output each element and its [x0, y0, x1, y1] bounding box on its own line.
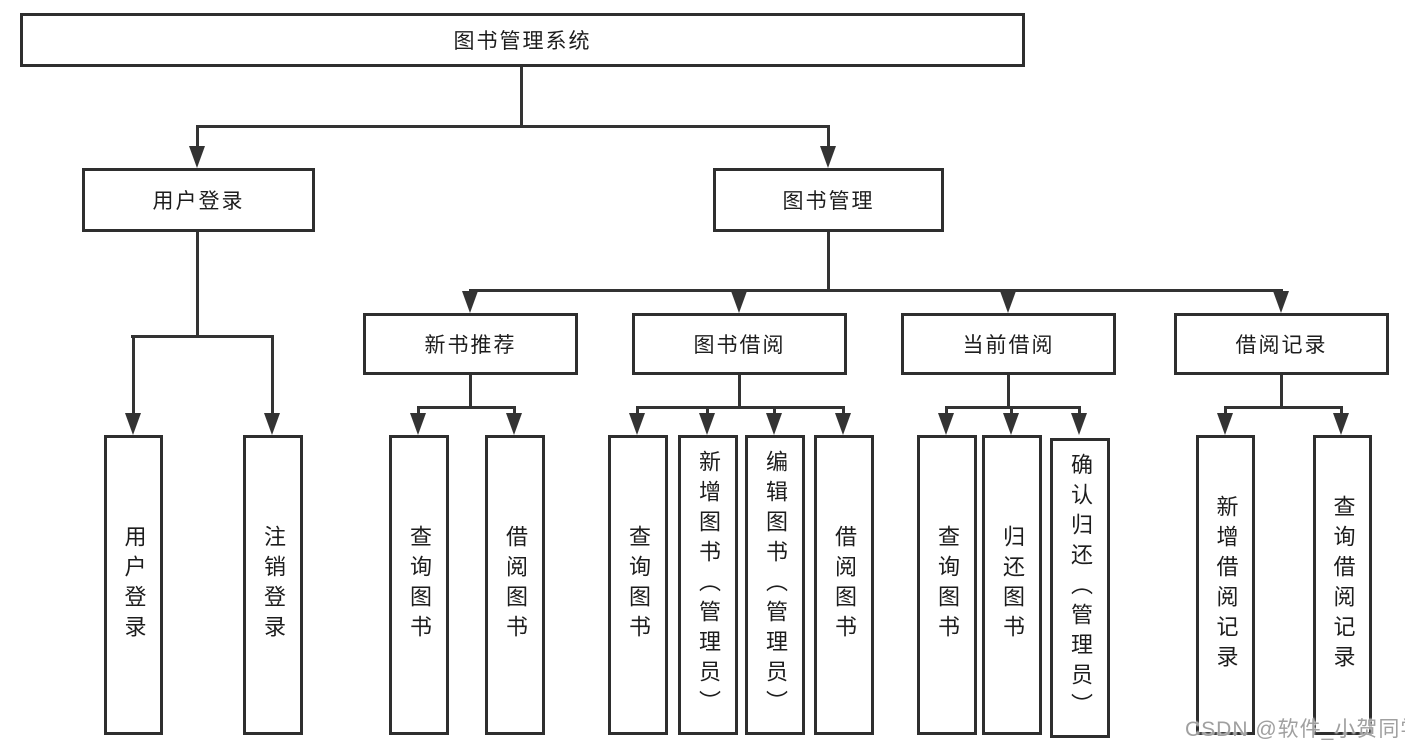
node-label: 新书推荐 — [424, 334, 517, 357]
connector-line — [513, 406, 516, 418]
node-book-borrow: 图书借阅 — [632, 313, 847, 375]
node-label: 图书管理系统 — [453, 30, 592, 53]
node-label: 图书管理 — [782, 190, 875, 213]
connector-line — [827, 232, 830, 291]
connector-arrowhead — [629, 413, 645, 435]
connector-arrowhead — [189, 146, 205, 168]
connector-arrowhead — [1333, 413, 1349, 435]
connector-line — [417, 406, 420, 418]
connector-arrowhead — [1003, 413, 1019, 435]
node-label: 归还图书 — [1000, 525, 1025, 645]
node-leaf-logout: 注销登录 — [243, 435, 303, 735]
connector-arrowhead — [1071, 413, 1087, 435]
node-leaf-add-borrow-record: 新增借阅记录 — [1196, 435, 1255, 735]
node-label: 查询图书 — [626, 525, 651, 645]
node-label: 用户登录 — [121, 525, 147, 645]
node-leaf-add-book-admin: 新增图书（管理员） — [678, 435, 738, 735]
connector-arrowhead — [1000, 291, 1016, 313]
node-label: 编辑图书（管理员） — [763, 450, 788, 720]
node-leaf-query-books-2: 查询图书 — [608, 435, 668, 735]
watermark: CSDN @软件_小贺同学 — [1185, 718, 1405, 741]
connector-line — [1224, 406, 1343, 409]
node-label: 当前借阅 — [962, 334, 1055, 357]
connector-arrowhead — [410, 413, 426, 435]
connector-line — [636, 406, 639, 418]
connector-arrowhead — [462, 291, 478, 313]
connector-arrowhead — [820, 146, 836, 168]
node-label: 借阅图书 — [503, 525, 528, 645]
node-label: 注销登录 — [261, 525, 286, 645]
connector-arrowhead — [125, 413, 141, 435]
connector-line — [1078, 406, 1081, 418]
connector-line — [131, 335, 274, 338]
connector-line — [196, 125, 830, 128]
connector-line — [945, 406, 948, 418]
connector-arrowhead — [1273, 291, 1289, 313]
connector-line — [417, 406, 516, 409]
connector-line — [842, 406, 845, 418]
connector-arrowhead — [766, 413, 782, 435]
connector-arrowhead — [1217, 413, 1233, 435]
node-label: 图书借阅 — [693, 334, 786, 357]
node-borrow-records: 借阅记录 — [1174, 313, 1389, 375]
connector-line — [1340, 406, 1343, 418]
connector-line — [196, 125, 199, 155]
connector-arrowhead — [264, 413, 280, 435]
connector-line — [196, 232, 199, 337]
node-leaf-query-books-3: 查询图书 — [917, 435, 977, 735]
node-new-book-recommend: 新书推荐 — [363, 313, 578, 375]
node-book-management: 图书管理 — [713, 168, 944, 232]
node-label: 查询图书 — [407, 525, 432, 645]
connector-arrowhead — [731, 291, 747, 313]
node-label: 借阅图书 — [832, 525, 857, 645]
connector-line — [520, 67, 523, 125]
connector-line — [469, 375, 472, 408]
node-leaf-user-login: 用户登录 — [104, 435, 163, 735]
connector-arrowhead — [699, 413, 715, 435]
connector-arrowhead — [938, 413, 954, 435]
node-label: 查询借阅记录 — [1330, 495, 1356, 675]
node-label: 新增借阅记录 — [1213, 495, 1239, 675]
node-user-login-branch: 用户登录 — [82, 168, 315, 232]
connector-line — [469, 289, 1282, 292]
connector-line — [827, 125, 830, 155]
connector-line — [1224, 406, 1227, 418]
node-leaf-return-books: 归还图书 — [982, 435, 1042, 735]
connector-line — [706, 406, 709, 418]
connector-line — [636, 406, 845, 409]
node-current-borrow: 当前借阅 — [901, 313, 1116, 375]
connector-line — [1280, 375, 1283, 408]
connector-line — [1007, 375, 1010, 408]
connector-line — [132, 335, 135, 417]
node-leaf-borrow-books: 借阅图书 — [485, 435, 545, 735]
node-label: 新增图书（管理员） — [696, 450, 721, 720]
connector-line — [1010, 406, 1013, 418]
node-label: 用户登录 — [152, 190, 245, 213]
node-label: 确认归还（管理员） — [1068, 453, 1093, 723]
connector-arrowhead — [835, 413, 851, 435]
node-label: 查询图书 — [935, 525, 960, 645]
node-label: 借阅记录 — [1235, 334, 1328, 357]
node-leaf-query-borrow-record: 查询借阅记录 — [1313, 435, 1372, 735]
connector-arrowhead — [506, 413, 522, 435]
node-leaf-query-books: 查询图书 — [389, 435, 449, 735]
connector-line — [773, 406, 776, 418]
node-leaf-confirm-return-admin: 确认归还（管理员） — [1050, 438, 1110, 738]
node-leaf-borrow-books-2: 借阅图书 — [814, 435, 874, 735]
connector-line — [945, 406, 1081, 409]
node-leaf-edit-book-admin: 编辑图书（管理员） — [745, 435, 805, 735]
connector-line — [271, 335, 274, 417]
connector-line — [738, 375, 741, 408]
node-root: 图书管理系统 — [20, 13, 1025, 67]
